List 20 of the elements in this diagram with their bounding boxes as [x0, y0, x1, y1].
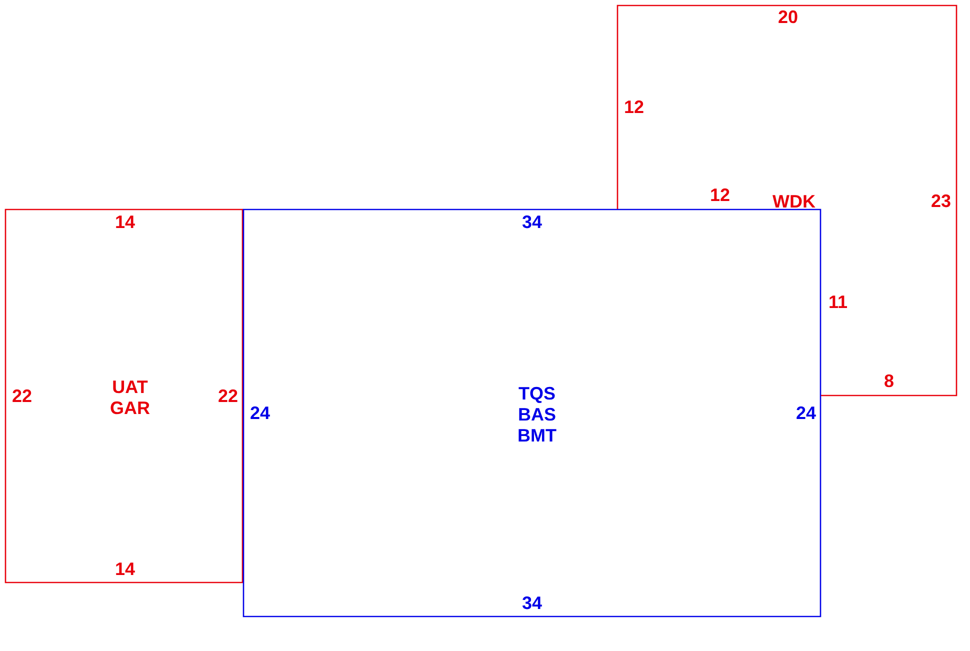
dimension-label: 11	[828, 292, 848, 312]
dimension-label: 34	[522, 593, 542, 613]
room-code: WDK	[772, 192, 816, 212]
dimension-label: 22	[12, 386, 32, 406]
dimension-label: 12	[624, 97, 644, 117]
dimension-label: 23	[930, 191, 952, 211]
room-code: TQS BAS BMT	[518, 384, 556, 446]
room-outline	[617, 5, 957, 396]
dimension-label: 14	[114, 212, 136, 232]
dimension-label: 14	[114, 559, 136, 579]
dimension-label: 20	[778, 7, 798, 27]
dimension-label: 22	[218, 386, 238, 406]
dimension-label: 24	[796, 403, 816, 423]
dimension-label: 8	[884, 371, 894, 391]
room-outline	[243, 209, 821, 617]
room-code: UAT GAR	[110, 377, 150, 419]
room-outline	[5, 209, 243, 583]
dimension-label: 34	[522, 212, 542, 232]
dimension-label: 12	[710, 185, 730, 205]
dimension-label: 24	[250, 403, 270, 423]
